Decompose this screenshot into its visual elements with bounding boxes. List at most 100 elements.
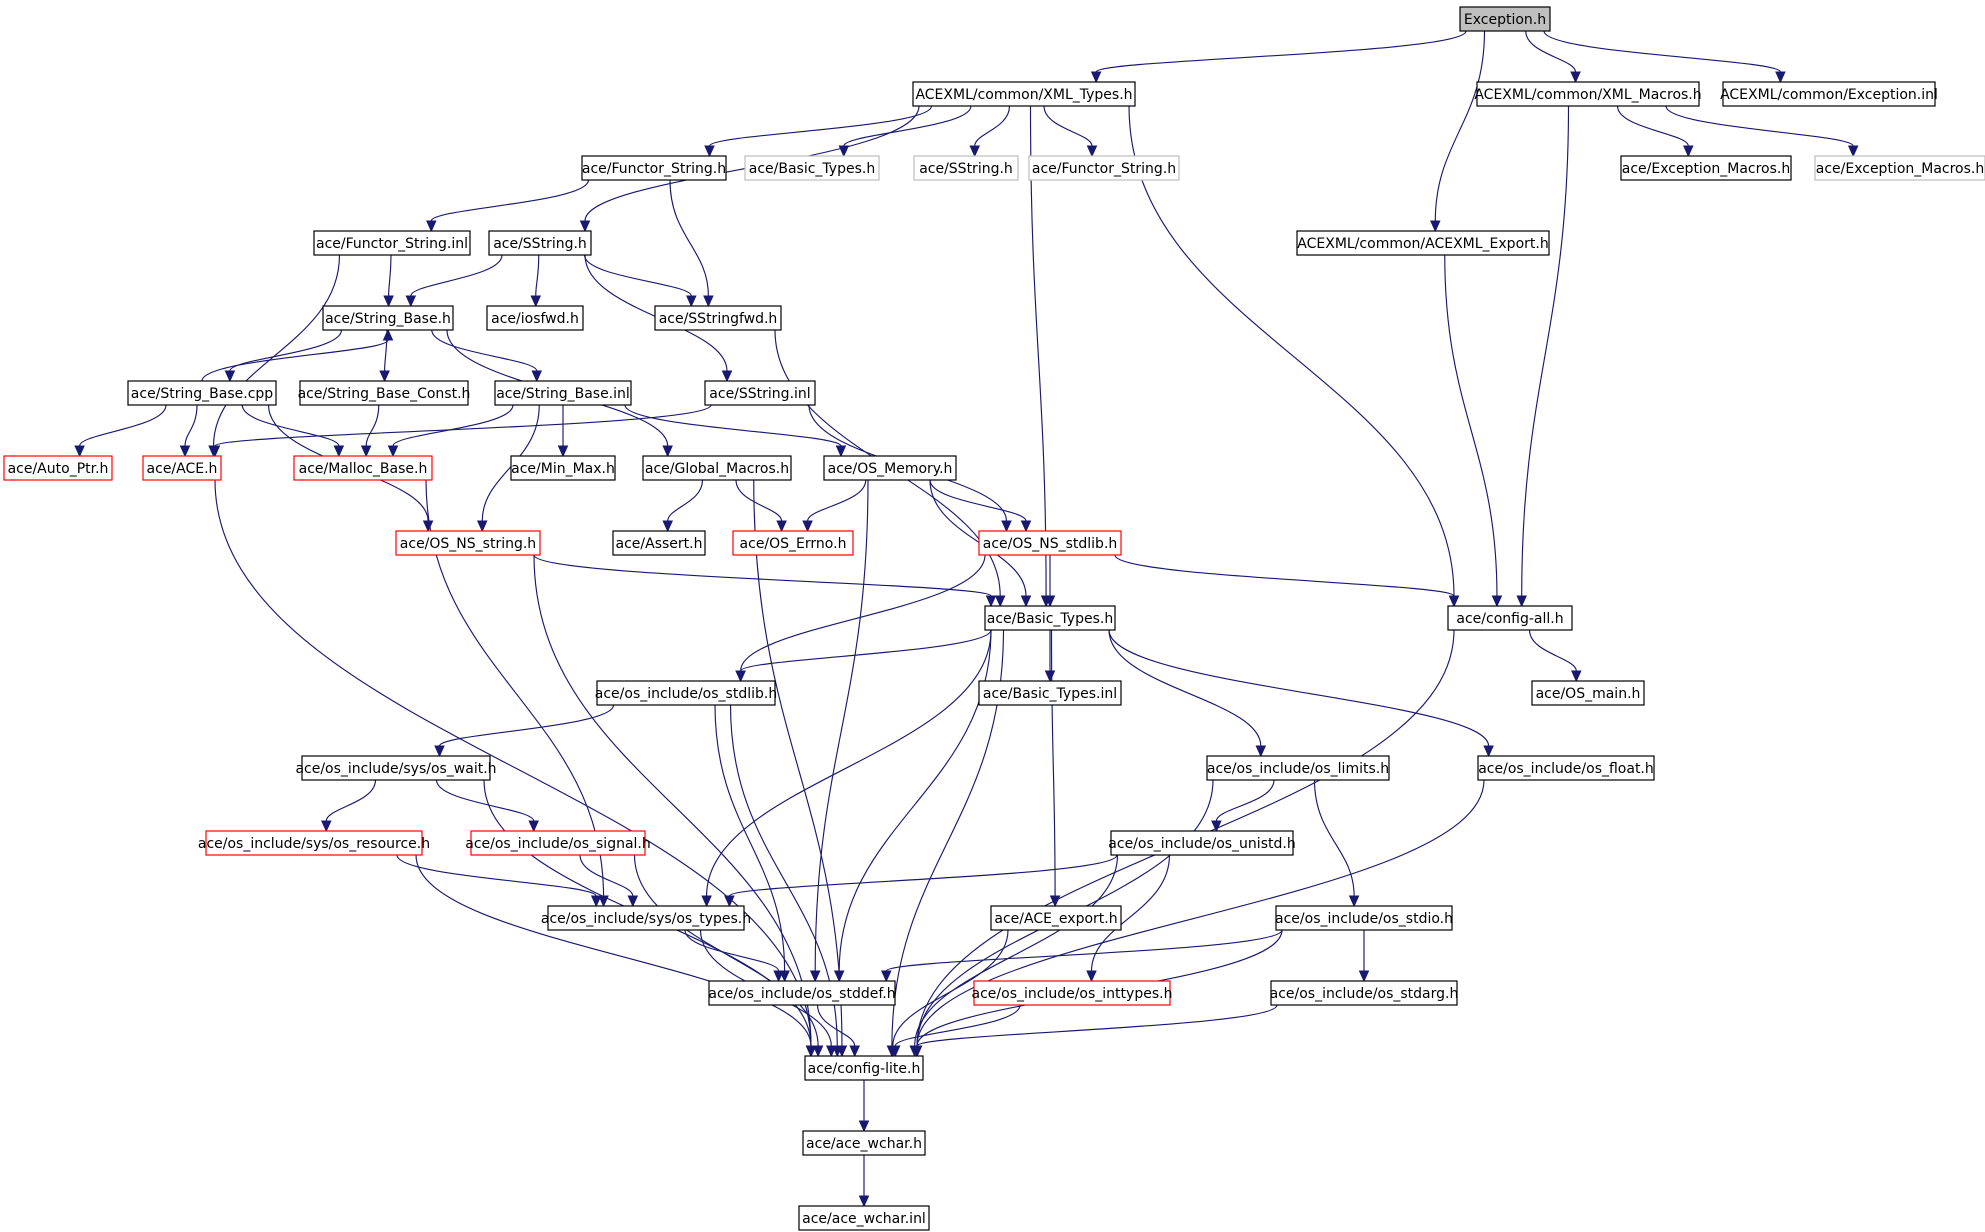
node-os-resource-h[interactable]: ace/os_include/sys/os_resource.h (198, 830, 430, 856)
node-sstringfwd-h[interactable]: ace/SStringfwd.h (654, 305, 782, 331)
arrowhead-os-types-h-to-config-lite-h (826, 1045, 837, 1058)
arrowhead-string-base-inl-to-os-memory-h (835, 445, 847, 458)
node-malloc-base-h[interactable]: ace/Malloc_Base.h (293, 455, 433, 481)
node-string-base-h[interactable]: ace/String_Base.h (322, 305, 454, 331)
arrowhead-os-wait-h-to-os-resource-h (321, 820, 332, 833)
node-label-os-stdlib-h: ace/os_include/os_stdlib.h (595, 686, 777, 702)
node-label-ace-export-h: ace/ACE_export.h (994, 911, 1117, 927)
node-label-os-ns-string-h: ace/OS_NS_string.h (400, 536, 536, 552)
arrowhead-string-base-cpp-to-string-base-h (382, 328, 394, 341)
node-os-types-h[interactable]: ace/os_include/sys/os_types.h (541, 905, 751, 931)
node-label-exception-macros-h: ace/Exception_Macros.h (1622, 161, 1791, 177)
arrowhead-os-resource-h-to-config-lite-h (805, 1045, 817, 1058)
node-functor-string-h-ext[interactable]: ace/Functor_String.h (1028, 155, 1180, 181)
node-box-ace-h (142, 455, 222, 481)
node-os-wait-h[interactable]: ace/os_include/sys/os_wait.h (295, 755, 497, 781)
edge-os-unistd-h-to-config-lite-h (914, 854, 1119, 1047)
edge-os-limits-h-to-os-unistd-h (1215, 779, 1275, 822)
node-sstring-h-ext[interactable]: ace/SString.h (913, 155, 1019, 181)
node-exception-inl[interactable]: ACEXML/common/Exception.inl (1720, 81, 1938, 107)
node-box-basic-types-h (984, 605, 1116, 631)
node-os-signal-h[interactable]: ace/os_include/os_signal.h (465, 830, 651, 856)
node-exception-h[interactable]: Exception.h (1459, 6, 1551, 32)
edge-sstring-h-to-string-base-h (410, 254, 503, 297)
node-os-main-h[interactable]: ace/OS_main.h (1531, 680, 1645, 706)
node-exception-macros-h[interactable]: ace/Exception_Macros.h (1620, 155, 1792, 181)
node-os-limits-h[interactable]: ace/os_include/os_limits.h (1206, 755, 1390, 781)
arrowhead-string-base-const-h-to-malloc-base-h (360, 445, 372, 458)
node-acexml-export-h[interactable]: ACEXML/common/ACEXML_Export.h (1296, 230, 1550, 256)
node-label-string-base-inl: ace/String_Base.inl (496, 386, 630, 402)
node-os-stdio-h[interactable]: ace/os_include/os_stdio.h (1275, 905, 1453, 931)
node-label-os-inttypes-h: ace/os_include/os_inttypes.h (972, 986, 1173, 1002)
node-os-ns-string-h[interactable]: ace/OS_NS_string.h (395, 530, 541, 556)
node-string-base-cpp[interactable]: ace/String_Base.cpp (127, 380, 277, 406)
node-label-os-stdarg-h: ace/os_include/os_stdarg.h (1270, 986, 1459, 1002)
arrowhead-sstring-inl-to-os-ns-stdlib-h (1001, 520, 1012, 533)
node-string-base-inl[interactable]: ace/String_Base.inl (494, 380, 632, 406)
node-os-inttypes-h[interactable]: ace/os_include/os_inttypes.h (972, 980, 1173, 1006)
node-config-lite-h[interactable]: ace/config-lite.h (804, 1055, 924, 1081)
node-functor-string-h[interactable]: ace/Functor_String.h (581, 155, 727, 181)
node-config-all-h[interactable]: ace/config-all.h (1447, 605, 1573, 631)
node-auto-ptr-h[interactable]: ace/Auto_Ptr.h (3, 455, 113, 481)
edge-xml-types-h-to-basic-types-h (1029, 105, 1047, 597)
node-ace-export-h[interactable]: ace/ACE_export.h (990, 905, 1122, 931)
edge-os-ns-string-h-to-config-lite-h (533, 554, 812, 1047)
node-label-string-base-const-h: ace/String_Base_Const.h (298, 386, 471, 402)
node-os-float-h[interactable]: ace/os_include/os_float.h (1477, 755, 1655, 781)
node-sstring-inl[interactable]: ace/SString.inl (704, 380, 816, 406)
node-ace-wchar-h[interactable]: ace/ace_wchar.h (802, 1130, 926, 1156)
node-os-stddef-h[interactable]: ace/os_include/os_stddef.h (708, 980, 896, 1006)
edge-basic-types-h-to-os-stdlib-h (740, 629, 992, 672)
arrowhead-os-stdlib-h-to-os-wait-h (434, 745, 445, 758)
node-label-min-max-h: ace/Min_Max.h (511, 461, 615, 477)
node-xml-macros-h[interactable]: ACEXML/common/XML_Macros.h (1474, 81, 1702, 107)
node-os-memory-h[interactable]: ace/OS_Memory.h (823, 455, 957, 481)
arrowhead-string-base-cpp-to-os-ns-string-h (422, 520, 434, 533)
node-basic-types-h[interactable]: ace/Basic_Types.h (984, 605, 1116, 631)
node-os-stdarg-h[interactable]: ace/os_include/os_stdarg.h (1270, 980, 1459, 1006)
node-label-string-base-h: ace/String_Base.h (325, 311, 451, 327)
node-global-macros-h[interactable]: ace/Global_Macros.h (642, 455, 792, 481)
edge-ace-h-to-config-lite-h (214, 479, 812, 1047)
node-min-max-h[interactable]: ace/Min_Max.h (510, 455, 616, 481)
edge-string-base-h-to-string-base-inl (431, 329, 538, 372)
edge-config-all-h-to-os-main-h (1528, 629, 1577, 672)
node-os-unistd-h[interactable]: ace/os_include/os_unistd.h (1108, 830, 1296, 856)
arrowhead-string-base-inl-to-min-max-h (557, 445, 569, 458)
node-box-sstringfwd-h (654, 305, 782, 331)
arrowhead-basic-types-h-to-os-stdlib-h (735, 670, 746, 683)
arrowhead-os-memory-h-to-os-stddef-h (809, 970, 821, 983)
node-iosfwd-h[interactable]: ace/iosfwd.h (486, 305, 584, 331)
edge-os-stdlib-h-to-os-stddef-h (714, 704, 786, 972)
arrowhead-basic-types-h-to-os-limits-h (1255, 745, 1267, 758)
node-xml-types-h[interactable]: ACEXML/common/XML_Types.h (912, 81, 1136, 107)
node-assert-h[interactable]: ace/Assert.h (612, 530, 706, 556)
node-box-os-inttypes-h (973, 980, 1171, 1006)
node-string-base-const-h[interactable]: ace/String_Base_Const.h (298, 380, 471, 406)
node-box-exception-macros-h-ext (1814, 155, 1985, 181)
node-os-ns-stdlib-h[interactable]: ace/OS_NS_stdlib.h (978, 530, 1122, 556)
node-basic-types-h-ext[interactable]: ace/Basic_Types.h (744, 155, 880, 181)
node-label-os-signal-h: ace/os_include/os_signal.h (465, 836, 651, 852)
node-box-os-main-h (1531, 680, 1645, 706)
edge-xml-types-h-to-sstring-h-ext (974, 105, 1011, 147)
arrowhead-string-base-cpp-to-ace-h (179, 445, 191, 458)
node-os-errno-h[interactable]: ace/OS_Errno.h (732, 530, 854, 556)
node-os-stdlib-h[interactable]: ace/os_include/os_stdlib.h (595, 680, 777, 706)
edge-os-types-h-to-os-stddef-h (684, 929, 780, 972)
edge-basic-types-h-to-os-stddef-h (838, 629, 992, 972)
node-functor-string-inl[interactable]: ace/Functor_String.inl (313, 230, 471, 256)
node-box-os-stdarg-h (1270, 980, 1458, 1006)
node-basic-types-inl[interactable]: ace/Basic_Types.inl (978, 680, 1122, 706)
edge-os-stddef-h-to-config-lite-h (816, 1004, 856, 1047)
node-label-os-errno-h: ace/OS_Errno.h (740, 536, 847, 552)
node-ace-h[interactable]: ace/ACE.h (142, 455, 222, 481)
edge-xml-macros-h-to-config-all-h (1521, 105, 1570, 597)
node-sstring-h[interactable]: ace/SString.h (488, 230, 592, 256)
arrowhead-xml-types-h-to-sstring-h (579, 220, 591, 233)
node-exception-macros-h-ext[interactable]: ace/Exception_Macros.h (1814, 155, 1985, 181)
node-ace-wchar-inl[interactable]: ace/ace_wchar.inl (798, 1205, 930, 1231)
